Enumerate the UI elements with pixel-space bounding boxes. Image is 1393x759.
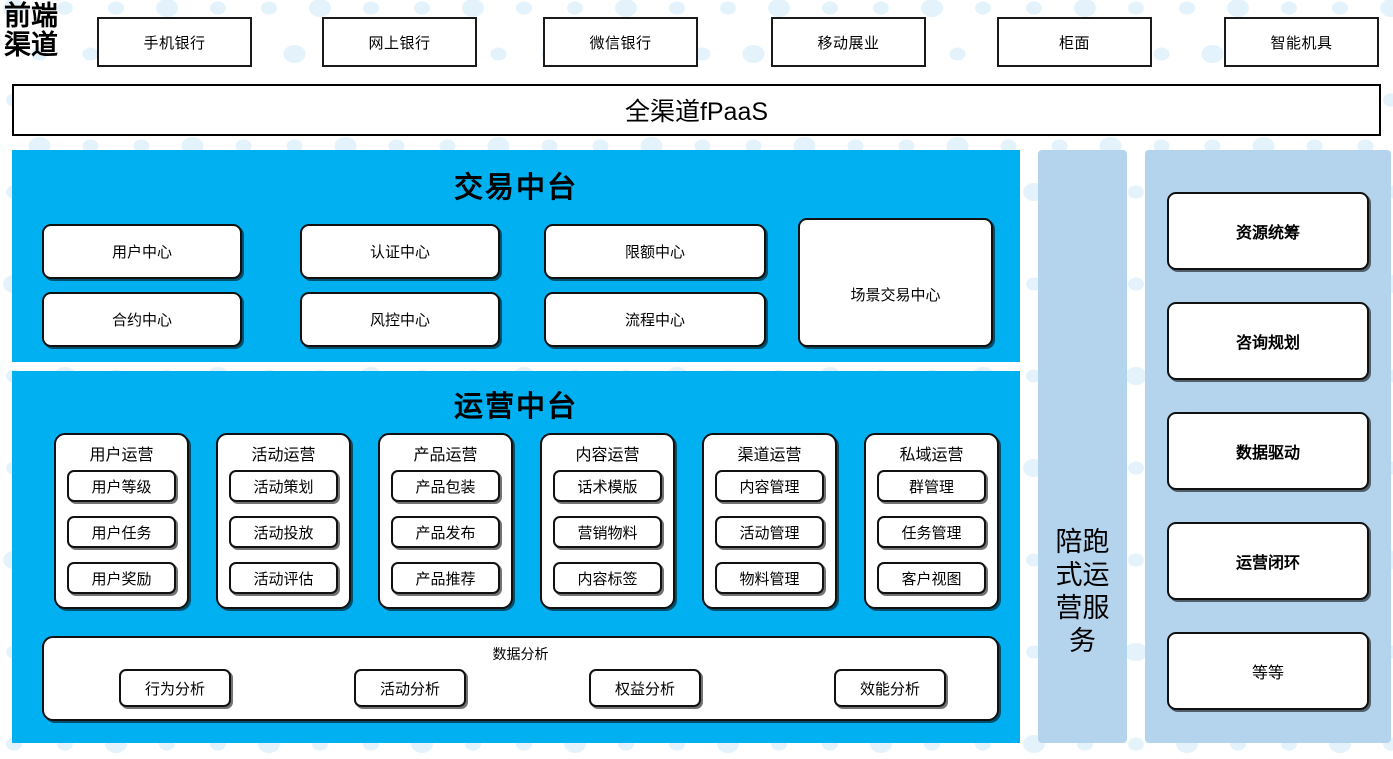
op-item[interactable]: 任务管理 [877,516,986,548]
analysis-item-behavior[interactable]: 行为分析 [119,669,231,707]
accompany-service-label: 陪跑式运营服务 [1055,527,1110,656]
op-item[interactable]: 活动评估 [229,562,338,594]
op-column-user: 用户运营 用户等级 用户任务 用户奖励 [54,433,189,609]
transaction-card-user-center[interactable]: 用户中心 [42,224,242,279]
data-analysis-title: 数据分析 [492,646,549,662]
op-column-title: 私域运营 [899,447,964,464]
op-column-title: 用户运营 [89,447,154,464]
op-item[interactable]: 客户视图 [877,562,986,594]
transaction-platform-panel: 交易中台 用户中心 认证中心 限额中心 合约中心 风控中心 流程中心 场景交易中… [12,150,1020,362]
op-item[interactable]: 营销物料 [553,516,662,548]
op-item[interactable]: 群管理 [877,470,986,502]
op-item[interactable]: 用户奖励 [67,562,176,594]
channel-box-online-bank[interactable]: 网上银行 [322,17,477,67]
capability-card-etc[interactable]: 等等 [1167,632,1369,710]
op-column-title: 渠道运营 [737,447,802,464]
op-item[interactable]: 物料管理 [715,562,824,594]
front-channel-label: 前端 渠道 [4,1,88,61]
op-item[interactable]: 产品发布 [391,516,500,548]
op-item[interactable]: 用户等级 [67,470,176,502]
channel-box-wechat-bank[interactable]: 微信银行 [543,17,698,67]
capability-card-closed-loop[interactable]: 运营闭环 [1167,522,1369,600]
capability-card-resource[interactable]: 资源统筹 [1167,192,1369,270]
capability-card-consulting[interactable]: 咨询规划 [1167,302,1369,380]
op-item[interactable]: 产品包装 [391,470,500,502]
op-item[interactable]: 活动管理 [715,516,824,548]
channel-box-counter[interactable]: 柜面 [997,17,1152,67]
analysis-item-activity[interactable]: 活动分析 [354,669,466,707]
op-item[interactable]: 用户任务 [67,516,176,548]
analysis-item-rights[interactable]: 权益分析 [589,669,701,707]
op-item[interactable]: 活动投放 [229,516,338,548]
op-column-private-domain: 私域运营 群管理 任务管理 客户视图 [864,433,999,609]
transaction-platform-title: 交易中台 [453,172,578,204]
analysis-item-efficiency[interactable]: 效能分析 [834,669,946,707]
op-column-title: 活动运营 [251,447,316,464]
transaction-card-scenario-trade-center[interactable]: 场景交易中心 [798,218,993,347]
op-item[interactable]: 内容管理 [715,470,824,502]
channel-box-mobile-business[interactable]: 移动展业 [771,17,926,67]
capability-card-data-driven[interactable]: 数据驱动 [1167,412,1369,490]
op-column-title: 产品运营 [413,447,478,464]
op-column-content: 内容运营 话术模版 营销物料 内容标签 [540,433,675,609]
data-analysis-band: 数据分析 行为分析 活动分析 权益分析 效能分析 [42,636,999,721]
capability-column: 资源统筹 咨询规划 数据驱动 运营闭环 等等 [1145,150,1391,743]
front-channel-label-line2: 渠道 [4,30,58,61]
op-item[interactable]: 产品推荐 [391,562,500,594]
op-item[interactable]: 话术模版 [553,470,662,502]
op-column-title: 内容运营 [575,447,640,464]
transaction-card-auth-center[interactable]: 认证中心 [300,224,500,279]
op-item[interactable]: 活动策划 [229,470,338,502]
op-item[interactable]: 内容标签 [553,562,662,594]
operation-platform-panel: 运营中台 用户运营 用户等级 用户任务 用户奖励 活动运营 活动策划 活动投放 … [12,371,1020,743]
transaction-card-process-center[interactable]: 流程中心 [544,292,766,347]
transaction-card-contract-center[interactable]: 合约中心 [42,292,242,347]
transaction-card-risk-center[interactable]: 风控中心 [300,292,500,347]
transaction-card-limit-center[interactable]: 限额中心 [544,224,766,279]
front-channel-label-line1: 前端 [4,1,58,31]
accompany-service-column: 陪跑式运营服务 [1038,150,1127,743]
channel-box-mobile-bank[interactable]: 手机银行 [97,17,252,67]
operation-platform-title: 运营中台 [453,391,578,423]
op-column-product: 产品运营 产品包装 产品发布 产品推荐 [378,433,513,609]
channel-box-smart-machine[interactable]: 智能机具 [1224,17,1379,67]
op-column-channel: 渠道运营 内容管理 活动管理 物料管理 [702,433,837,609]
omni-channel-fpaas-bar[interactable]: 全渠道fPaaS [12,84,1381,136]
op-column-activity: 活动运营 活动策划 活动投放 活动评估 [216,433,351,609]
